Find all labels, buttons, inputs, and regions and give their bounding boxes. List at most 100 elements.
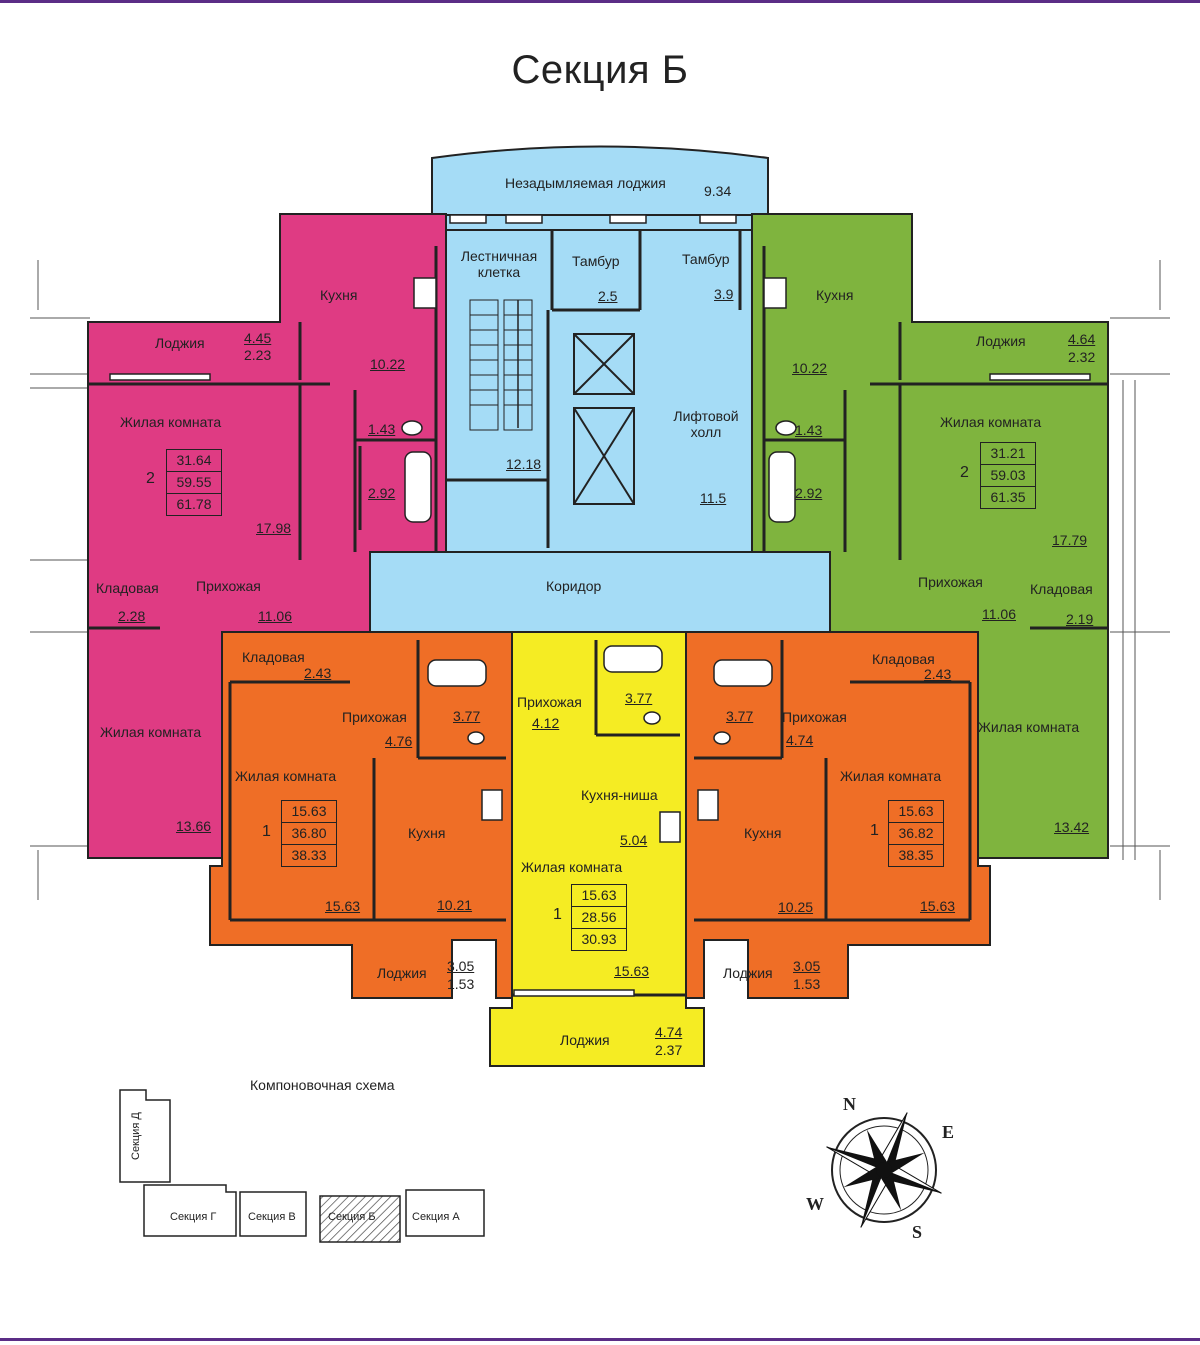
apt-left-loggia-area2: 2.23 xyxy=(244,347,272,363)
apt-left-living1-label: Жилая комната xyxy=(120,414,222,430)
corridor-label: Коридор xyxy=(546,578,602,594)
studio-loggia-label: Лоджия xyxy=(560,1032,610,1048)
apt-right-total-with-loggia: 61.35 xyxy=(980,487,1036,509)
apt-left-living1-area: 17.98 xyxy=(256,520,292,536)
apt-left-rooms-count: 2 xyxy=(146,470,155,487)
compass-north-label: N xyxy=(843,1094,856,1114)
toilets xyxy=(401,420,797,745)
apt-left-storage-area: 2.28 xyxy=(118,608,146,624)
bathtubs xyxy=(404,451,796,687)
studio-total-area: 28.56 xyxy=(571,907,627,929)
apt1-right-living-label: Жилая комната xyxy=(840,768,942,784)
lift-shafts xyxy=(573,333,635,505)
studio-hall-area: 4.12 xyxy=(532,715,560,731)
apt-left-bath-area: 2.92 xyxy=(368,485,396,501)
studio-living-total: 15.63 xyxy=(571,884,627,907)
apt1-left-kitchen-area: 10.21 xyxy=(437,897,473,913)
apt-right-living2-label: Жилая комната xyxy=(978,719,1080,735)
compass-rose-icon xyxy=(826,1112,942,1228)
apt-left-living2-label: Жилая комната xyxy=(100,724,202,740)
apt1-left-living-total: 15.63 xyxy=(281,800,337,823)
apt-left-total-with-loggia: 61.78 xyxy=(166,494,222,516)
schema-section-d: Секция Д xyxy=(130,1112,142,1160)
apt1-right-storage-label: Кладовая xyxy=(872,651,935,667)
schema-section-b: Секция Б xyxy=(328,1211,376,1223)
studio-kitchen-niche-label: Кухня-ниша xyxy=(581,787,658,803)
apt1-left-storage-area: 2.43 xyxy=(304,665,332,681)
studio-totals: 15.63 28.56 30.93 xyxy=(571,884,627,951)
studio-hall-label: Прихожая xyxy=(517,694,582,710)
top-frame-line xyxy=(0,0,1200,3)
vestibule-left-area: 2.5 xyxy=(598,288,618,304)
apt-left-wc-area: 1.43 xyxy=(368,421,396,437)
apt1-left-loggia-area1: 3.05 xyxy=(447,958,475,974)
apt-right-kitchen-label: Кухня xyxy=(816,287,854,303)
schema-section-a: Секция А xyxy=(412,1211,460,1223)
apt1-right-total-with-loggia: 38.35 xyxy=(888,845,944,867)
smoke-free-loggia-area: 9.34 xyxy=(704,183,732,199)
apt-right-hall-area: 11.06 xyxy=(982,606,1016,622)
apt-left-loggia-label: Лоджия xyxy=(155,335,205,351)
bottom-frame-line xyxy=(0,1338,1200,1341)
smoke-free-loggia-label: Незадымляемая лоджия xyxy=(505,175,666,191)
apt1-right-loggia-area2: 1.53 xyxy=(793,976,821,992)
apt1-left-hall-area: 4.76 xyxy=(385,733,413,749)
compass-south-label: S xyxy=(912,1222,923,1242)
apt-right-storage-area: 2.19 xyxy=(1066,611,1094,627)
apt1-left-bath-area: 3.77 xyxy=(453,708,481,724)
loggia-rails xyxy=(109,214,1091,997)
apt1-left-total-with-loggia: 38.33 xyxy=(281,845,337,867)
apt1-left-living-area: 15.63 xyxy=(325,898,361,914)
apt-left-loggia-area1: 4.45 xyxy=(244,330,272,346)
interior-walls xyxy=(88,230,1108,997)
studio-living-label: Жилая комната xyxy=(521,859,623,875)
apt1-right-bath-area: 3.77 xyxy=(726,708,754,724)
studio-total-with-loggia: 30.93 xyxy=(571,929,627,951)
apt1-right-living-area: 15.63 xyxy=(920,898,956,914)
lift-hall-label: Лифтовой холл xyxy=(673,408,739,440)
neighbor-building-lines xyxy=(30,260,1170,900)
apt-left-kitchen-label: Кухня xyxy=(320,287,358,303)
staircase xyxy=(469,299,533,431)
apt1-right-kitchen-label: Кухня xyxy=(744,825,782,841)
apt1-right-storage-area: 2.43 xyxy=(924,666,952,682)
apt-right-loggia-label: Лоджия xyxy=(976,333,1026,349)
apt-left-hall-area: 11.06 xyxy=(258,608,292,624)
apt-right-kitchen-area: 10.22 xyxy=(792,360,828,376)
apt-right-living-total: 31.21 xyxy=(980,442,1036,465)
apt1-left-loggia-label: Лоджия xyxy=(377,965,427,981)
apt1-left-loggia-area2: 1.53 xyxy=(447,976,475,992)
apt-1room-left xyxy=(209,631,513,999)
schema-section-v: Секция В xyxy=(248,1211,296,1223)
studio-loggia-area1: 4.74 xyxy=(655,1024,683,1040)
apt-right-living1-area: 17.79 xyxy=(1052,532,1088,548)
studio-apt xyxy=(489,631,705,1067)
apt-right-wc-area: 1.43 xyxy=(795,422,823,438)
apt1-right-total-area: 36.82 xyxy=(888,823,944,845)
apt1-left-rooms-count: 1 xyxy=(262,823,271,840)
studio-living-area: 15.63 xyxy=(614,963,650,979)
apt-right-loggia-area2: 2.32 xyxy=(1068,349,1096,365)
apt-left-total-area: 59.55 xyxy=(166,472,222,494)
apt-right-hall-label: Прихожая xyxy=(918,574,983,590)
stairwell-label: Лестничная клетка xyxy=(460,248,538,280)
apt-left-living2-area: 13.66 xyxy=(176,818,212,834)
apt1-left-kitchen-label: Кухня xyxy=(408,825,446,841)
apt-right-total-area: 59.03 xyxy=(980,465,1036,487)
apt-1room-right xyxy=(685,631,991,999)
apt1-right-rooms-count: 1 xyxy=(870,822,879,839)
layout-schema-title: Компоновочная схема xyxy=(250,1077,395,1093)
layout-schema xyxy=(119,1089,485,1237)
schema-section-g: Секция Г xyxy=(170,1211,217,1223)
apt-right-living2-area: 13.42 xyxy=(1054,819,1090,835)
apt-left-totals: 31.64 59.55 61.78 xyxy=(166,449,222,516)
apt1-right-hall-label: Прихожая xyxy=(782,709,847,725)
apt-left-living-total: 31.64 xyxy=(166,449,222,472)
studio-rooms-count: 1 xyxy=(553,906,562,923)
apt1-left-total-area: 36.80 xyxy=(281,823,337,845)
apt1-left-storage-label: Кладовая xyxy=(242,649,305,665)
apt1-right-totals: 15.63 36.82 38.35 xyxy=(888,800,944,867)
studio-bath-area: 3.77 xyxy=(625,690,653,706)
page-title: Секция Б xyxy=(511,48,689,92)
